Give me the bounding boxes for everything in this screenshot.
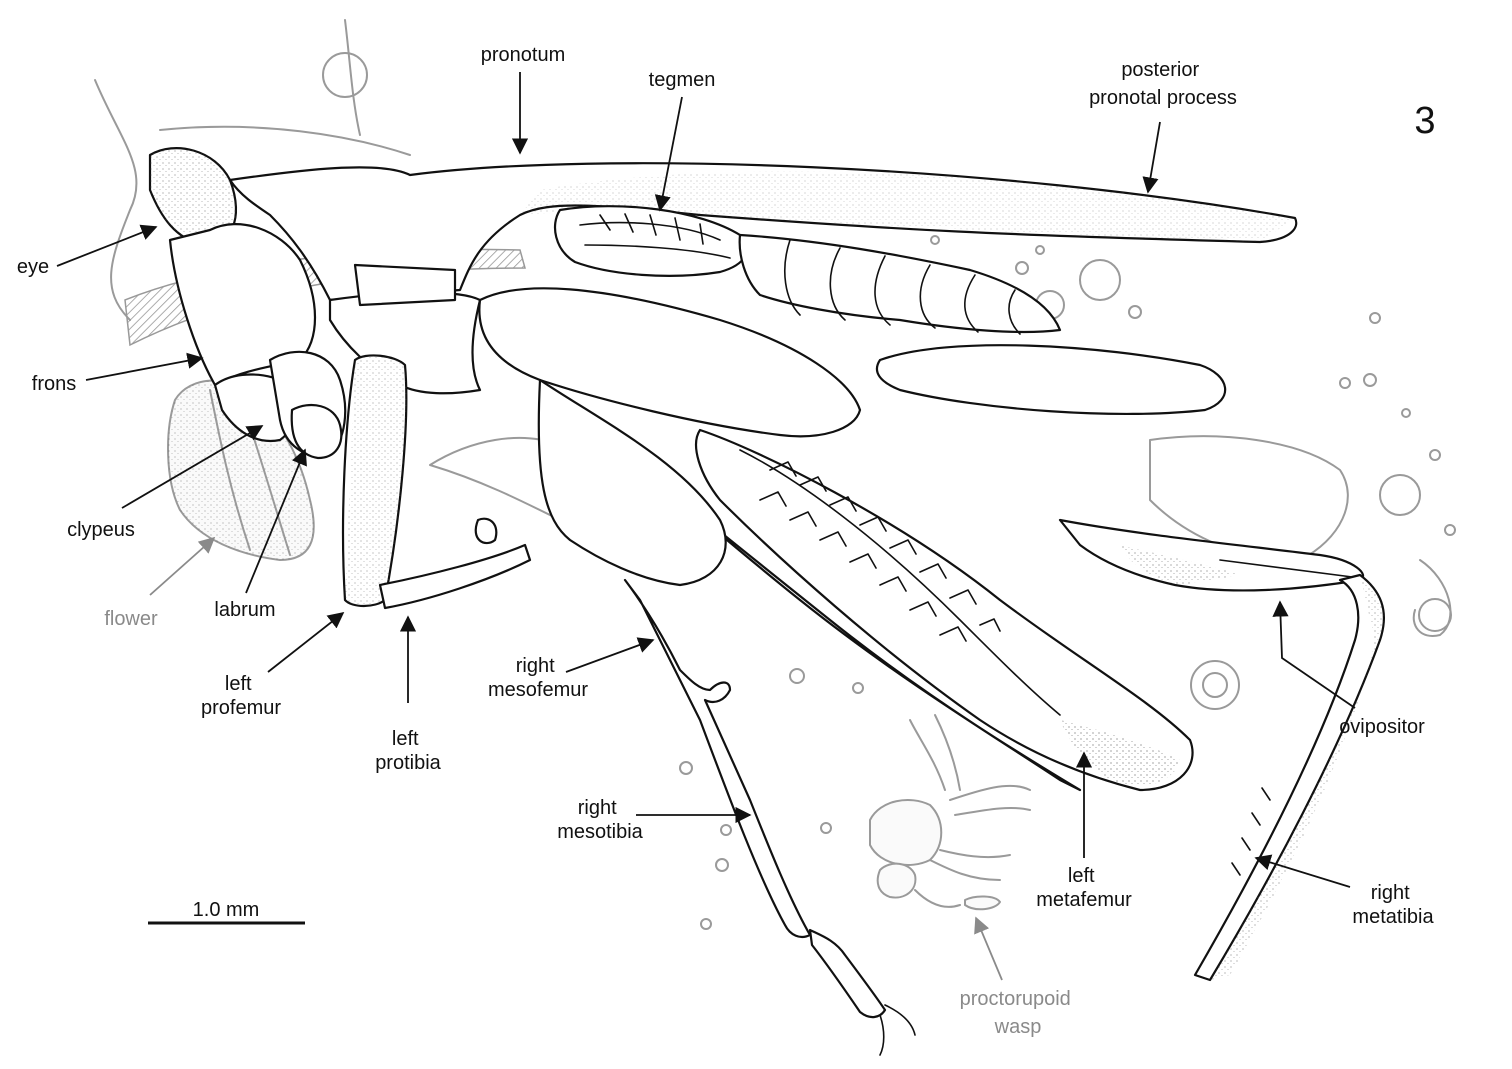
label-eye: eye xyxy=(17,256,49,278)
label-tegmen: tegmen xyxy=(649,69,716,91)
thorax-side xyxy=(328,263,482,395)
label-left-protibia: left protibia xyxy=(375,728,441,774)
label-pronotum: pronotum xyxy=(481,44,566,66)
proctorupoid-wasp-shape xyxy=(869,714,1031,911)
label-right-mesotibia: right mesotibia xyxy=(557,797,643,843)
label-right-mesofemur: right mesofemur xyxy=(488,655,588,701)
hind-femur-right xyxy=(478,287,1227,438)
label-flower: flower xyxy=(104,608,158,630)
label-right-metatibia: right metatibia xyxy=(1352,882,1434,928)
scale-bar-label: 1.0 mm xyxy=(193,899,260,921)
label-left-metafemur: left metafemur xyxy=(1036,865,1132,911)
hind-tibia xyxy=(1193,573,1385,982)
label-ovipositor: ovipositor xyxy=(1339,716,1425,738)
head xyxy=(148,147,347,460)
label-proctorupoid-wasp: proctorupoid wasp xyxy=(960,988,1077,1038)
mid-leg xyxy=(537,378,916,1056)
figure-number: 3 xyxy=(1414,100,1435,142)
abdomen xyxy=(738,233,1062,335)
fore-legs xyxy=(341,354,532,610)
label-left-profemur: left profemur xyxy=(201,673,281,719)
ovipositor-shape xyxy=(1058,518,1365,592)
background-ghost-outlines xyxy=(94,19,1456,930)
labels: pronotum tegmen posterior pronotal proce… xyxy=(17,44,1435,1038)
label-frons: frons xyxy=(32,373,76,395)
label-labrum: labrum xyxy=(214,599,275,621)
leader-arrows xyxy=(56,72,1356,981)
label-posterior-pronotal-process: posterior pronotal process xyxy=(1089,59,1237,109)
label-clypeus: clypeus xyxy=(67,519,135,541)
left-metafemur-shape xyxy=(695,428,1194,792)
